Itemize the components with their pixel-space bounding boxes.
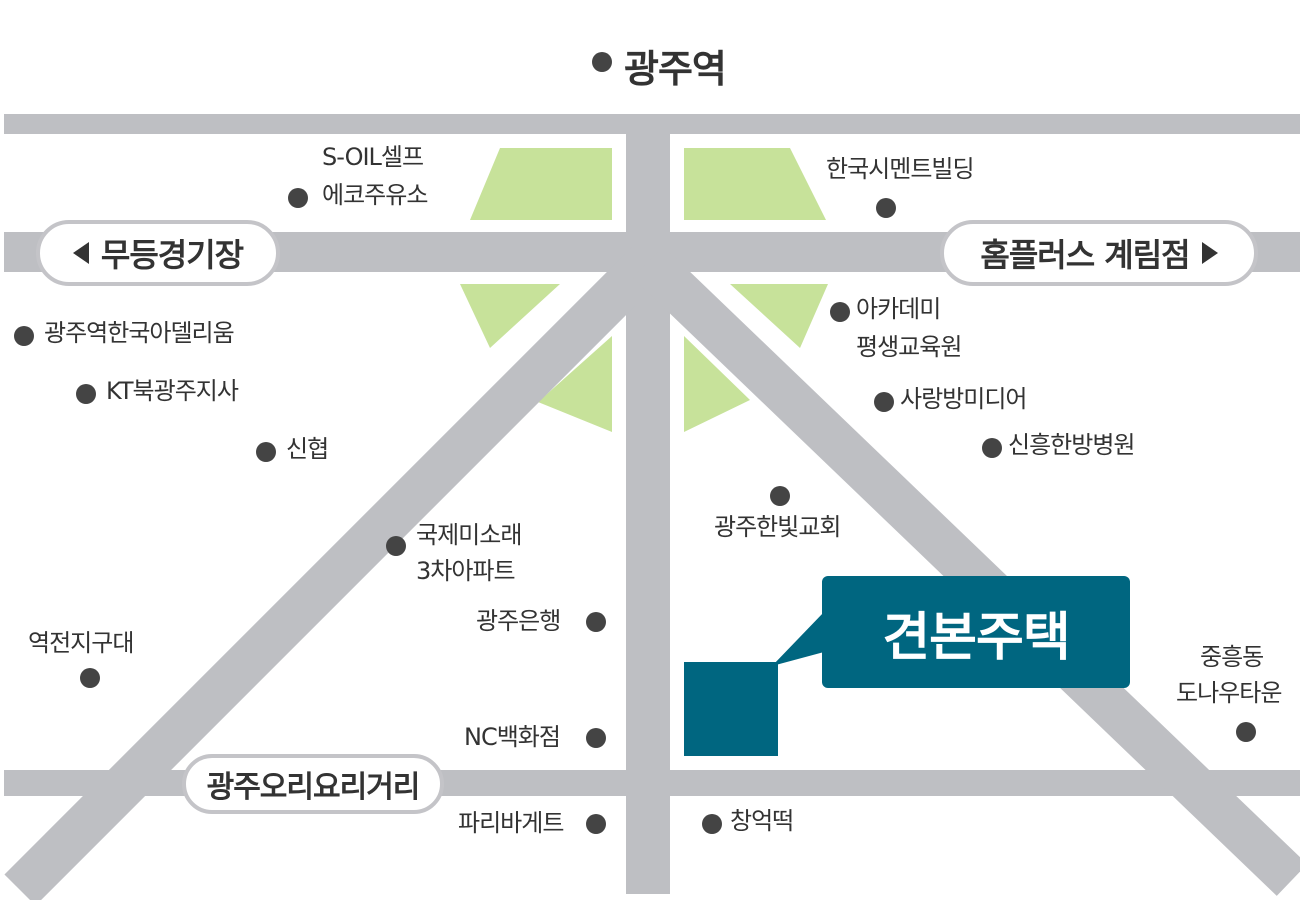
landmark-shinhyup-label: 신협 [286, 435, 329, 463]
landmark-soil-line2: 에코주유소 [322, 181, 428, 209]
pill-right-label: 홈플러스 계림점 [980, 236, 1190, 274]
pill-right-destination: 홈플러스 계림점 [940, 220, 1258, 286]
landmark-gukje-line1: 국제미소래 [416, 521, 522, 549]
left-arrow-icon [72, 242, 89, 264]
pill-left-label: 무등경기장 [100, 236, 244, 274]
landmark-cement-dot [876, 198, 896, 218]
landmark-cement-label: 한국시멘트빌딩 [826, 155, 975, 183]
landmark-kt-label: KT북광주지사 [106, 377, 239, 405]
road-diagonal-left [4, 246, 664, 900]
landmark-yeokjeon-dot [80, 668, 100, 688]
landmark-church-dot [770, 486, 790, 506]
green-island-mid-left [460, 284, 560, 348]
road-diagonal-right [632, 246, 1300, 896]
landmark-gukje-dot [386, 536, 406, 556]
landmark-nc-label: NC백화점 [464, 723, 561, 751]
landmark-jungheung-line2: 도나우타운 [1176, 679, 1282, 707]
landmark-jungheung-dot [1236, 722, 1256, 742]
landmark-jungheung-line1: 중흥동 [1200, 643, 1264, 671]
pill-left-destination: 무등경기장 [36, 220, 280, 286]
station-label: 광주역 [624, 47, 727, 91]
landmark-sarang-dot [874, 392, 894, 412]
landmark-paris-label: 파리바게트 [458, 809, 564, 837]
landmark-adelium-label: 광주역한국아델리움 [44, 319, 235, 347]
landmark-sinheung-dot [982, 438, 1002, 458]
right-arrow-icon [1201, 242, 1218, 264]
landmark-gukje-line2: 3차아파트 [416, 557, 516, 585]
pill-bottom-road: 광주오리요리거리 [182, 754, 444, 814]
landmark-sarang-label: 사랑방미디어 [900, 385, 1027, 413]
landmark-soil-dot [288, 188, 308, 208]
landmark-kt-dot [76, 384, 96, 404]
landmark-sinheung-label: 신흥한방병원 [1008, 431, 1135, 459]
landmark-changeok-dot [702, 814, 722, 834]
model-house-marker [684, 662, 778, 756]
station-dot [592, 52, 612, 72]
landmark-changeok-label: 창억떡 [730, 807, 794, 835]
road-vertical [626, 114, 670, 894]
landmark-shinhyup-dot [256, 442, 276, 462]
landmark-yeokjeon-label: 역전지구대 [28, 629, 134, 657]
landmark-adelium-dot [14, 326, 34, 346]
landmark-nc-dot [586, 728, 606, 748]
model-house-callout: 견본주택 [822, 576, 1130, 688]
green-island-low-right [684, 336, 750, 432]
green-island-mid-right [730, 284, 828, 348]
landmark-bank-label: 광주은행 [476, 607, 561, 635]
landmark-bank-dot [586, 612, 606, 632]
green-island-top-right [684, 148, 826, 220]
landmark-academy-dot [830, 302, 850, 322]
landmark-paris-dot [586, 814, 606, 834]
landmark-academy-line2: 평생교육원 [856, 333, 962, 361]
green-island-top-left [470, 148, 612, 220]
landmark-church-label: 광주한빛교회 [714, 513, 841, 541]
landmark-soil-line1: S-OIL셀프 [322, 143, 424, 171]
landmark-academy-line1: 아카데미 [856, 295, 941, 323]
pill-bottom-label: 광주오리요리거리 [206, 770, 421, 805]
green-island-low-left [538, 336, 612, 432]
